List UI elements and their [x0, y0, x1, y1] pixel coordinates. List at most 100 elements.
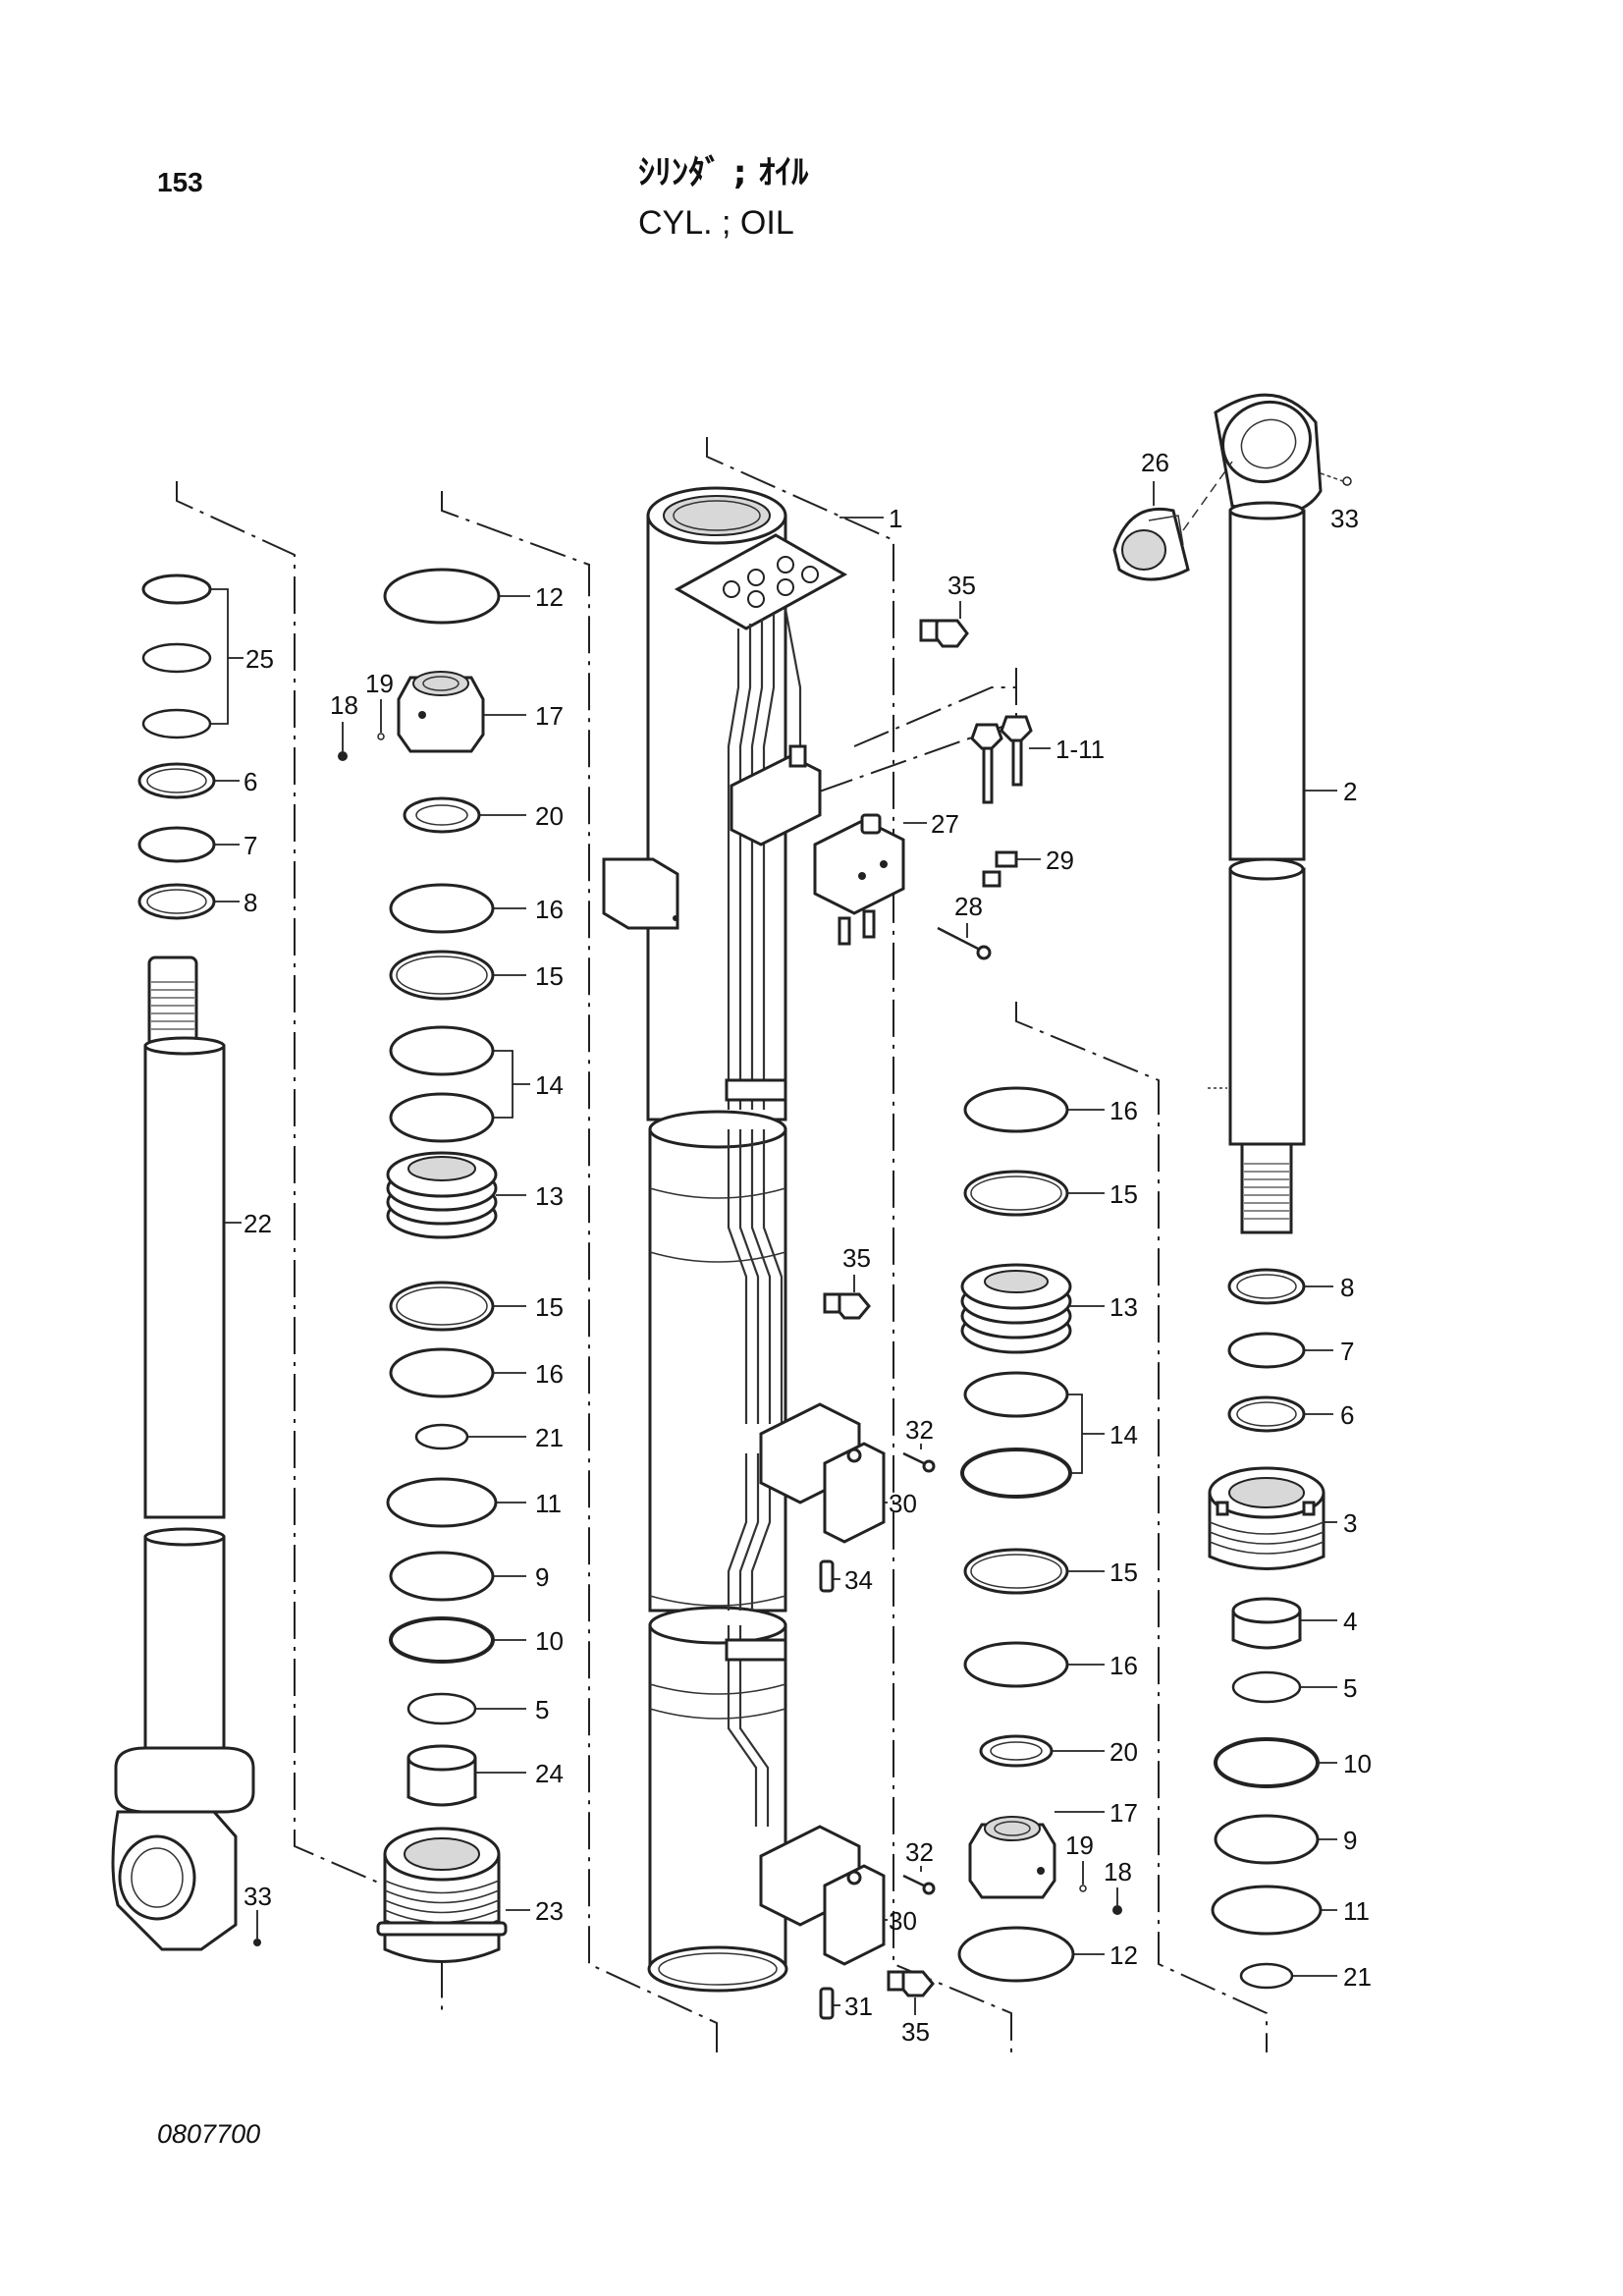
callout-1: 1 [889, 504, 902, 533]
callout-2: 2 [1343, 777, 1357, 806]
callout-14-left: 14 [535, 1070, 564, 1100]
ring-7 [137, 826, 216, 863]
callout-16-right-top: 16 [1109, 1096, 1138, 1125]
seal-13-left [386, 1151, 498, 1239]
drawing-number: 0807700 [157, 2119, 261, 2149]
callout-22: 22 [243, 1209, 272, 1238]
washer-20-right [979, 1734, 1054, 1768]
callout-10-left: 10 [535, 1626, 564, 1656]
callout-20-left: 20 [535, 801, 564, 831]
callout-8-left: 8 [243, 888, 257, 917]
ring-16-left-bottom [389, 1347, 495, 1398]
column-center-left: 12 17 18 19 20 16 15 14 [330, 568, 564, 1963]
callout-29: 29 [1046, 846, 1074, 875]
set-screw-18-right [1112, 1905, 1122, 1915]
o-ring-21-right [1239, 1962, 1294, 1990]
callout-25: 25 [245, 644, 274, 674]
ring-7-right [1227, 1332, 1306, 1369]
column-right: 2 26 33 8 7 6 [1112, 393, 1372, 1992]
grease-fitting-33-left [253, 1939, 261, 1946]
ring-16-right-top [963, 1086, 1069, 1133]
callout-15-right-bottom: 15 [1109, 1558, 1138, 1587]
bushing-24 [406, 1744, 477, 1807]
callout-17-left: 17 [535, 701, 564, 731]
nut-17-right [968, 1816, 1056, 1899]
backup-ring-12-left [383, 568, 501, 625]
ring-15-left-top [389, 950, 495, 1001]
callout-13-left: 13 [535, 1181, 564, 1211]
bolt-35-middle [823, 1292, 871, 1320]
callout-6-right: 6 [1340, 1400, 1354, 1430]
bolt-35-bottom [887, 1970, 935, 1997]
callout-15-left-bottom: 15 [535, 1292, 564, 1322]
callout-5-left: 5 [535, 1695, 549, 1724]
callout-35-middle: 35 [842, 1243, 871, 1273]
callout-23: 23 [535, 1896, 564, 1926]
callout-4: 4 [1343, 1607, 1357, 1636]
callout-21-right: 21 [1343, 1962, 1372, 1992]
piston-rod-22 [111, 956, 255, 1951]
callout-1-11: 1-11 [1055, 735, 1105, 764]
callout-26: 26 [1141, 448, 1169, 477]
callout-16-left-top: 16 [535, 895, 564, 924]
callout-10-right: 10 [1343, 1749, 1372, 1778]
callout-9-left: 9 [535, 1562, 549, 1592]
ring-10-left [389, 1616, 495, 1664]
callout-17-right: 17 [1109, 1798, 1138, 1828]
bolt-28 [937, 926, 992, 960]
callout-7-left: 7 [243, 831, 257, 860]
column-center-right: 16 15 13 14 15 16 20 [957, 1086, 1138, 1983]
callout-30-lower: 30 [889, 1906, 917, 1936]
callout-11-right: 11 [1343, 1896, 1370, 1926]
callout-15-left-top: 15 [535, 961, 564, 991]
callout-16-left-bottom: 16 [535, 1359, 564, 1389]
callout-5-right: 5 [1343, 1673, 1357, 1703]
callout-32-upper: 32 [905, 1415, 934, 1445]
callout-18-right: 18 [1104, 1857, 1132, 1886]
o-ring-25-b [141, 642, 212, 674]
steel-ball-19-left [377, 733, 385, 740]
callout-27: 27 [931, 809, 959, 839]
set-screw-18-left [338, 751, 348, 761]
backup-ring-12-right [957, 1926, 1075, 1983]
bolt-35-top [919, 619, 969, 648]
callout-12-left: 12 [535, 582, 564, 612]
callout-32-lower: 32 [905, 1837, 934, 1867]
ring-5-right [1231, 1670, 1302, 1704]
callout-35-top: 35 [947, 571, 976, 600]
callout-20-right: 20 [1109, 1737, 1138, 1767]
plug-34 [819, 1559, 835, 1593]
ring-15-right-bottom [963, 1548, 1069, 1595]
seal-14-left-b [389, 1092, 495, 1143]
callout-35-bottom: 35 [901, 2017, 930, 2047]
cylinder-head-3 [1208, 1466, 1325, 1570]
callout-19-left: 19 [365, 669, 394, 698]
seal-14-right-a [963, 1371, 1069, 1418]
ring-16-right-bottom [963, 1641, 1069, 1688]
callout-14-right: 14 [1109, 1420, 1138, 1449]
callout-8-right: 8 [1340, 1273, 1354, 1302]
ring-10-right [1214, 1737, 1320, 1788]
cylinder-tube-1 [602, 486, 861, 1993]
callout-9-right: 9 [1343, 1826, 1357, 1855]
ring-16-left-top [389, 883, 495, 934]
bushing-4 [1231, 1597, 1302, 1650]
callout-24: 24 [535, 1759, 564, 1788]
callout-19-right: 19 [1065, 1831, 1094, 1860]
callout-33-left: 33 [243, 1882, 272, 1911]
seal-14-left-a [389, 1025, 495, 1076]
ring-15-right-top [963, 1170, 1069, 1217]
o-ring-21-left [414, 1423, 469, 1450]
grease-fitting-33-right [1342, 476, 1352, 486]
callout-12-right: 12 [1109, 1941, 1138, 1970]
ring-9-right [1214, 1814, 1320, 1865]
rod-2 [1214, 393, 1323, 1234]
callout-15-right-top: 15 [1109, 1179, 1138, 1209]
callout-6-left: 6 [243, 767, 257, 796]
valve-30-lower [823, 1864, 886, 1966]
nut-17-left [397, 671, 485, 753]
callout-28: 28 [954, 892, 983, 921]
callout-13-right: 13 [1109, 1292, 1138, 1322]
o-ring-25-c [141, 708, 212, 739]
